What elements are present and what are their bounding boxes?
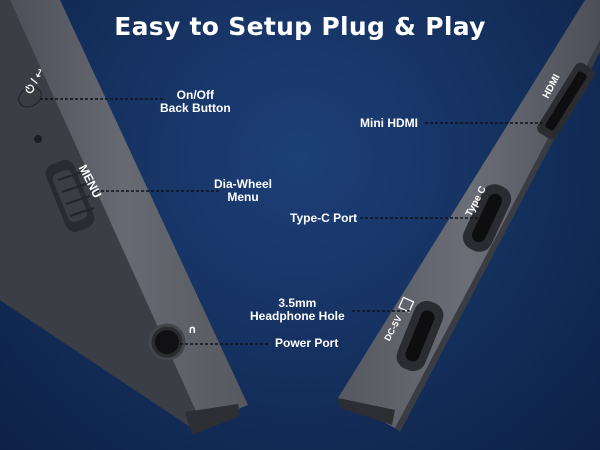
mini-hdmi-label: Mini HDMI <box>360 116 418 130</box>
headphone-label-line1: 3.5mm <box>278 296 317 310</box>
dc-power-port[interactable] <box>393 297 448 375</box>
power-button[interactable] <box>15 83 45 111</box>
onoff-back-button-label: On/Off Back Button <box>160 89 231 115</box>
dial-wheel[interactable] <box>43 157 98 235</box>
right-device-edge <box>338 0 600 432</box>
mini-hdmi-port[interactable] <box>535 60 597 141</box>
headphone-hole-label: 3.5mm Headphone Hole <box>250 297 345 323</box>
onoff-label-line2: Back Button <box>160 101 231 115</box>
dial-wheel-menu-label: Dia-Wheel Menu <box>214 178 272 204</box>
page-title: Easy to Setup Plug & Play <box>114 12 486 41</box>
dc-symbol-icon <box>398 296 415 313</box>
type-c-port-label: Type-C Port <box>290 211 358 225</box>
left-device-edge: ∩ <box>0 0 248 435</box>
headphone-mark-icon: ∩ <box>188 323 197 336</box>
indicator-hole <box>34 135 42 143</box>
dial-label-line1: Dia-Wheel <box>214 177 273 191</box>
onoff-label-line1: On/Off <box>176 88 214 102</box>
dial-label-line2: Menu <box>227 190 259 204</box>
leader-lines <box>40 98 545 345</box>
headphone-label-line2: Headphone Hole <box>250 309 345 323</box>
type-c-port[interactable] <box>459 180 516 256</box>
power-port-label: Power Port <box>275 336 339 350</box>
